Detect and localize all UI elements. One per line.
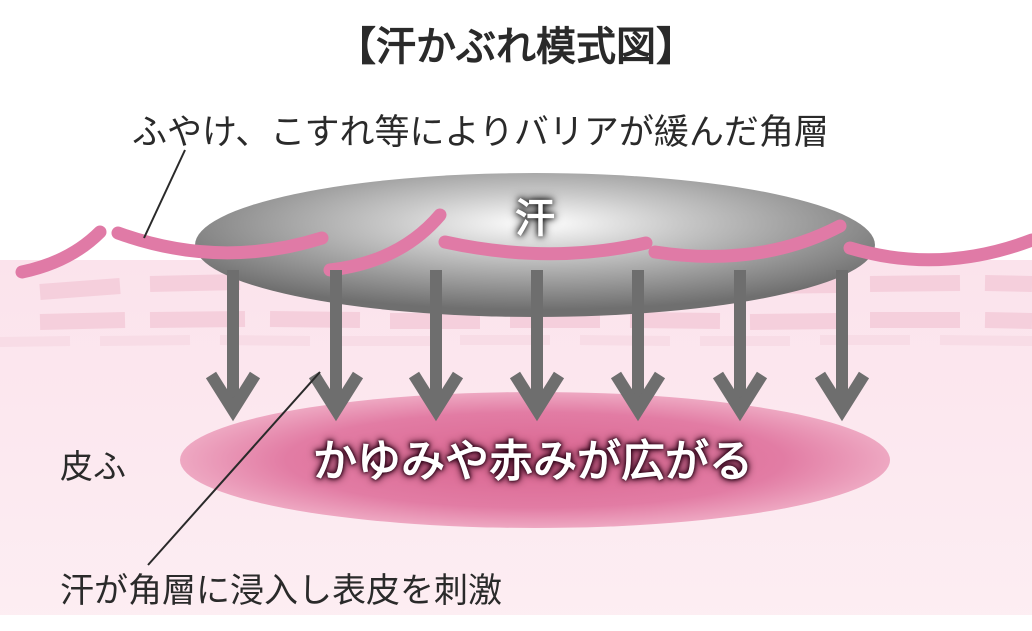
stratum-corneum <box>15 208 1032 279</box>
sweat-drop <box>195 173 875 317</box>
down-arrow-icon <box>509 270 565 422</box>
sweat-label: 汗 <box>515 196 555 242</box>
down-arrow-icon <box>712 270 768 422</box>
bottom-white-strip <box>0 615 1032 631</box>
penetration-label: 汗が角層に浸入し表皮を刺激 <box>60 571 502 611</box>
barrier-label: ふやけ、こすれ等によりバリアが緩んだ角層 <box>132 113 829 153</box>
down-arrow-icon <box>814 270 870 422</box>
itch-redness-label: かゆみや赤みが広がる <box>313 436 753 487</box>
down-arrow-icon <box>408 270 464 422</box>
barrier-leader-line <box>143 149 186 239</box>
penetrate-leader-line <box>147 371 321 566</box>
inflammation-area <box>180 392 890 528</box>
diagram-title: 【汗かぶれ模式図】 <box>336 24 696 70</box>
down-arrow-icon <box>205 270 261 422</box>
down-arrow-icon <box>610 270 666 422</box>
arrows <box>205 270 870 422</box>
skin-label: 皮ふ <box>60 447 126 486</box>
down-arrow-icon <box>308 270 364 422</box>
